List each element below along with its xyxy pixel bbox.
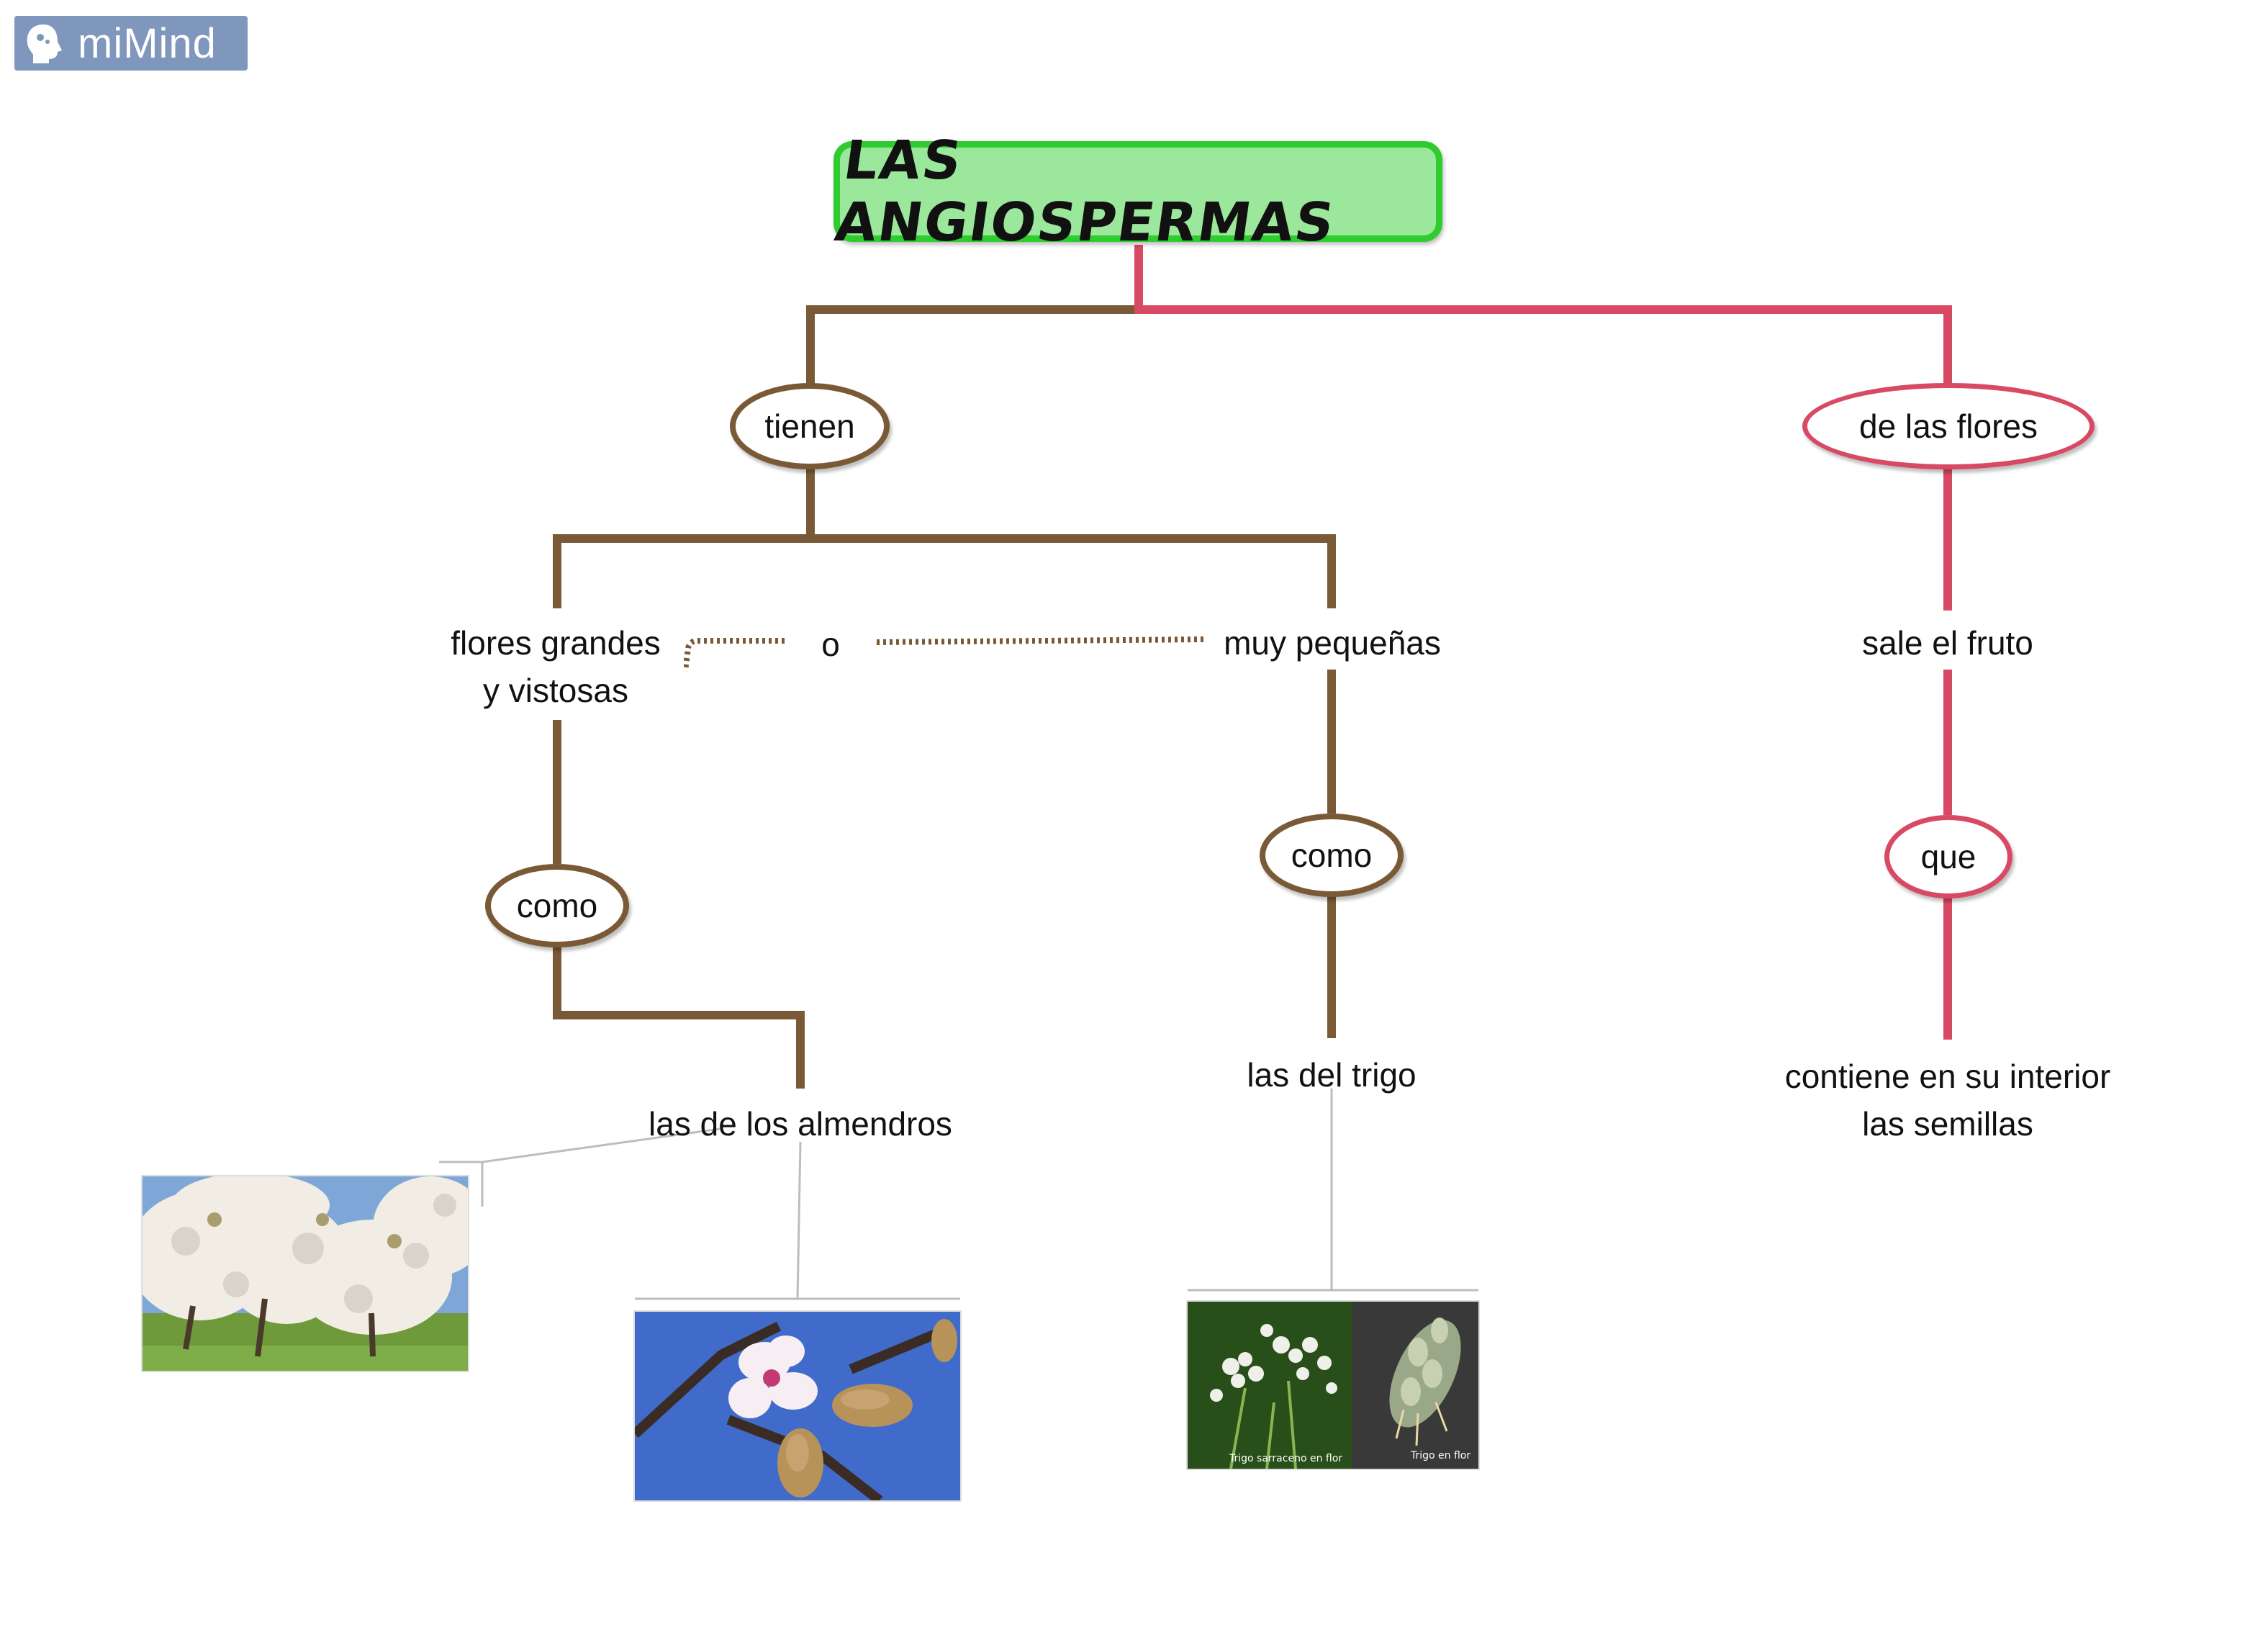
connector-root-flores	[1134, 245, 1952, 387]
trigo-picture: Trigo sarraceno en flor Trigo en flor	[1188, 1302, 1478, 1469]
node-o[interactable]: o	[785, 621, 877, 668]
node-flores-grandes[interactable]: flores grandes y vistosas	[428, 619, 684, 714]
connector-tienen-branches	[553, 465, 1336, 608]
dotted-connector-o-left	[682, 638, 785, 672]
node-o-label: o	[821, 626, 840, 663]
node-tienen[interactable]: tienen	[730, 383, 890, 469]
node-tienen-label: tienen	[764, 407, 855, 445]
node-semillas-line2: las semillas	[1862, 1105, 2033, 1143]
trigo-caption-left: Trigo sarraceno en flor	[1229, 1453, 1342, 1464]
node-almendros[interactable]: las de los almendros	[626, 1100, 975, 1148]
node-que-label: que	[1920, 838, 1976, 875]
node-de-las-flores-label: de las flores	[1858, 407, 2038, 445]
root-title: LAS ANGIOSPERMAS	[831, 130, 1339, 253]
node-semillas[interactable]: contiene en su interior las semillas	[1756, 1053, 2139, 1148]
node-semillas-line1: contiene en su interior	[1784, 1058, 2111, 1095]
node-como-left-label: como	[516, 887, 598, 924]
image-link-almendros-1	[439, 1127, 720, 1207]
node-como-left[interactable]: como	[485, 864, 629, 947]
almond-orchard-image[interactable]	[143, 1176, 468, 1371]
node-trigo-label: las del trigo	[1247, 1056, 1417, 1094]
connector-como-almendros	[553, 943, 805, 1089]
connector-root-tienen	[806, 305, 1139, 389]
trigo-caption-right: Trigo en flor	[1410, 1450, 1470, 1461]
image-link-almendros-2	[635, 1141, 960, 1300]
node-sale-el-fruto[interactable]: sale el fruto	[1840, 619, 2056, 667]
node-como-mid[interactable]: como	[1260, 814, 1404, 897]
node-sale-el-fruto-label: sale el fruto	[1862, 624, 2033, 662]
node-almendros-label: las de los almendros	[649, 1105, 952, 1143]
node-flores-grandes-line1: flores grandes	[451, 624, 661, 662]
almond-orchard-picture	[143, 1176, 468, 1371]
mimind-head-icon	[27, 24, 62, 63]
logo-text: miMind	[78, 19, 217, 67]
node-flores-grandes-line2: y vistosas	[483, 672, 628, 709]
node-de-las-flores[interactable]: de las flores	[1802, 383, 2095, 469]
root-node[interactable]: LAS ANGIOSPERMAS	[831, 130, 1442, 253]
node-muy-pequenas[interactable]: muy pequeñas	[1206, 619, 1458, 667]
node-que[interactable]: que	[1884, 815, 2012, 898]
image-link-trigo	[1188, 1089, 1478, 1292]
node-muy-pequenas-label: muy pequeñas	[1224, 624, 1441, 662]
almond-blossom-image[interactable]	[635, 1312, 960, 1500]
almond-blossom-picture	[635, 1312, 960, 1500]
node-trigo[interactable]: las del trigo	[1224, 1051, 1440, 1099]
node-como-mid-label: como	[1291, 837, 1373, 874]
trigo-image[interactable]: Trigo sarraceno en flor Trigo en flor	[1188, 1302, 1478, 1469]
mimind-logo: miMind	[14, 16, 248, 71]
dotted-connector-o-right	[876, 636, 1207, 645]
